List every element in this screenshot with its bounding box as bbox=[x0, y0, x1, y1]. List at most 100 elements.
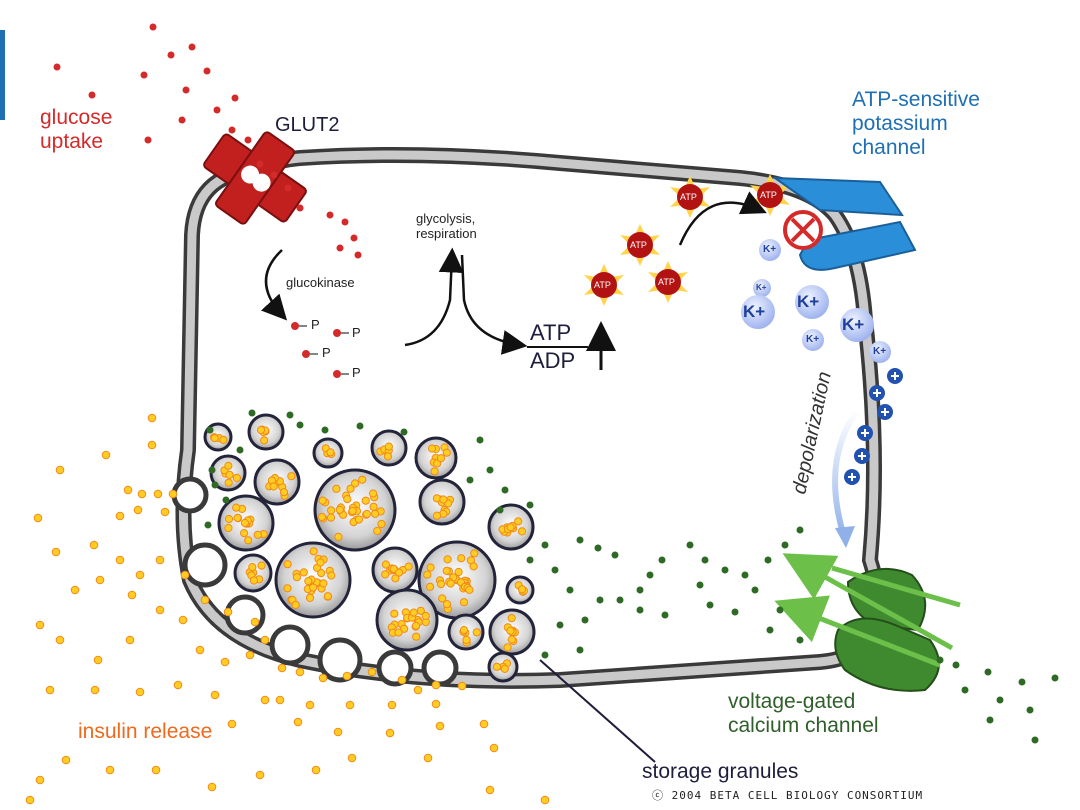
phosphate-label-4: P bbox=[352, 365, 361, 380]
calcium-ion bbox=[356, 422, 364, 430]
storage-granule bbox=[247, 413, 285, 451]
calcium-ion bbox=[476, 436, 484, 444]
calcium-ion bbox=[751, 586, 759, 594]
insulin-molecule bbox=[135, 570, 145, 580]
storage-granule bbox=[233, 553, 273, 593]
atp-token-4: ATP bbox=[594, 280, 611, 290]
calcium-ion bbox=[576, 536, 584, 544]
insulin-molecule bbox=[70, 585, 80, 595]
insulin-molecule bbox=[90, 685, 100, 695]
calcium-ion bbox=[296, 421, 304, 429]
glucose-molecules bbox=[53, 23, 362, 259]
insulin-molecule bbox=[260, 635, 270, 645]
calcium-ion bbox=[321, 426, 329, 434]
k-ion-label-1: K+ bbox=[763, 244, 777, 255]
insulin-molecule bbox=[173, 680, 183, 690]
storage-granules-group bbox=[203, 413, 536, 683]
calcium-ion bbox=[208, 466, 216, 474]
calcium-ion bbox=[646, 571, 654, 579]
insulin-molecule bbox=[89, 540, 99, 550]
insulin-molecule bbox=[435, 721, 445, 731]
k-ion-label-7: K+ bbox=[873, 346, 887, 357]
storage-granules-pointer bbox=[539, 659, 656, 763]
insulin-molecule bbox=[245, 650, 255, 660]
calcium-ion bbox=[556, 621, 564, 629]
calcium-ion bbox=[796, 636, 804, 644]
insulin-molecule bbox=[318, 673, 328, 683]
k-ion-label-5: K+ bbox=[806, 334, 820, 345]
calcium-ion bbox=[526, 501, 534, 509]
insulin-molecule bbox=[55, 635, 65, 645]
calcium-ion bbox=[781, 541, 789, 549]
storage-granules-label: storage granules bbox=[642, 760, 799, 783]
storage-granule bbox=[375, 588, 439, 652]
storage-granule bbox=[313, 468, 397, 552]
copyright-notice: ⓒ 2004 BETA CELL BIOLOGY CONSORTIUM bbox=[652, 789, 924, 802]
calcium-ion bbox=[764, 556, 772, 564]
insulin-molecule bbox=[223, 607, 233, 617]
insulin-molecule bbox=[125, 635, 135, 645]
insulin-molecule bbox=[147, 413, 157, 423]
atp-token-2: ATP bbox=[630, 240, 647, 250]
calcium-ion bbox=[696, 581, 704, 589]
atp-token-5: ATP bbox=[760, 190, 777, 200]
insulin-molecule bbox=[431, 680, 441, 690]
atp-sensitive-channel-label: ATP-sensitive potassium channel bbox=[852, 88, 980, 160]
calcium-ion bbox=[661, 611, 669, 619]
insulin-molecule bbox=[210, 690, 220, 700]
insulin-molecule bbox=[133, 505, 143, 515]
insulin-molecule bbox=[135, 687, 145, 697]
atp-binding-arrow bbox=[678, 191, 767, 246]
insulin-molecule bbox=[540, 795, 550, 805]
storage-granule bbox=[209, 454, 247, 492]
insulin-molecule bbox=[168, 489, 178, 499]
calcium-ion bbox=[636, 606, 644, 614]
calcium-ion bbox=[541, 651, 549, 659]
insulin-molecule bbox=[115, 511, 125, 521]
insulin-molecule bbox=[489, 743, 499, 753]
calcium-ion bbox=[526, 556, 534, 564]
insulin-molecule bbox=[160, 507, 170, 517]
storage-granule bbox=[447, 613, 485, 651]
calcium-ion bbox=[984, 668, 992, 676]
edge-accent-bar bbox=[0, 30, 5, 120]
insulin-molecule bbox=[151, 765, 161, 775]
calcium-ion bbox=[986, 716, 994, 724]
calcium-ion bbox=[796, 526, 804, 534]
storage-granule bbox=[487, 503, 535, 551]
insulin-molecule bbox=[25, 795, 35, 805]
phosphate-label-3: P bbox=[322, 345, 331, 360]
atp-ratio-numerator: ATP bbox=[530, 320, 572, 345]
storage-granule bbox=[253, 458, 301, 506]
insulin-molecule bbox=[457, 681, 467, 691]
atp-sensitive-potassium-channel bbox=[771, 176, 917, 271]
storage-granule bbox=[488, 608, 536, 656]
insulin-molecule bbox=[227, 719, 237, 729]
calcium-ion bbox=[616, 596, 624, 604]
insulin-molecule bbox=[35, 620, 45, 630]
k-ion-label-3: K+ bbox=[743, 302, 766, 321]
insulin-molecule bbox=[293, 717, 303, 727]
glut2-transporter bbox=[203, 131, 307, 225]
insulin-molecule bbox=[105, 765, 115, 775]
calcium-ion bbox=[658, 556, 666, 564]
glut2-label: GLUT2 bbox=[275, 114, 340, 136]
insulin-molecule bbox=[147, 440, 157, 450]
glucokinase-label: glucokinase bbox=[286, 275, 355, 290]
insulin-molecule bbox=[45, 685, 55, 695]
glucose-phosphate-dots bbox=[291, 322, 341, 378]
insulin-molecule bbox=[479, 719, 489, 729]
k-ion-label-4: K+ bbox=[797, 292, 820, 311]
storage-granule bbox=[370, 429, 408, 467]
insulin-molecule bbox=[342, 671, 352, 681]
calcium-ion bbox=[400, 428, 408, 436]
calcium-channel-label: voltage-gated calcium channel bbox=[728, 690, 879, 738]
metabolism-arrow bbox=[404, 247, 464, 347]
insulin-molecule bbox=[137, 489, 147, 499]
insulin-molecule bbox=[275, 695, 285, 705]
calcium-ion bbox=[596, 596, 604, 604]
calcium-ion bbox=[541, 541, 549, 549]
storage-granule bbox=[418, 478, 466, 526]
insulin-molecule bbox=[153, 489, 163, 499]
